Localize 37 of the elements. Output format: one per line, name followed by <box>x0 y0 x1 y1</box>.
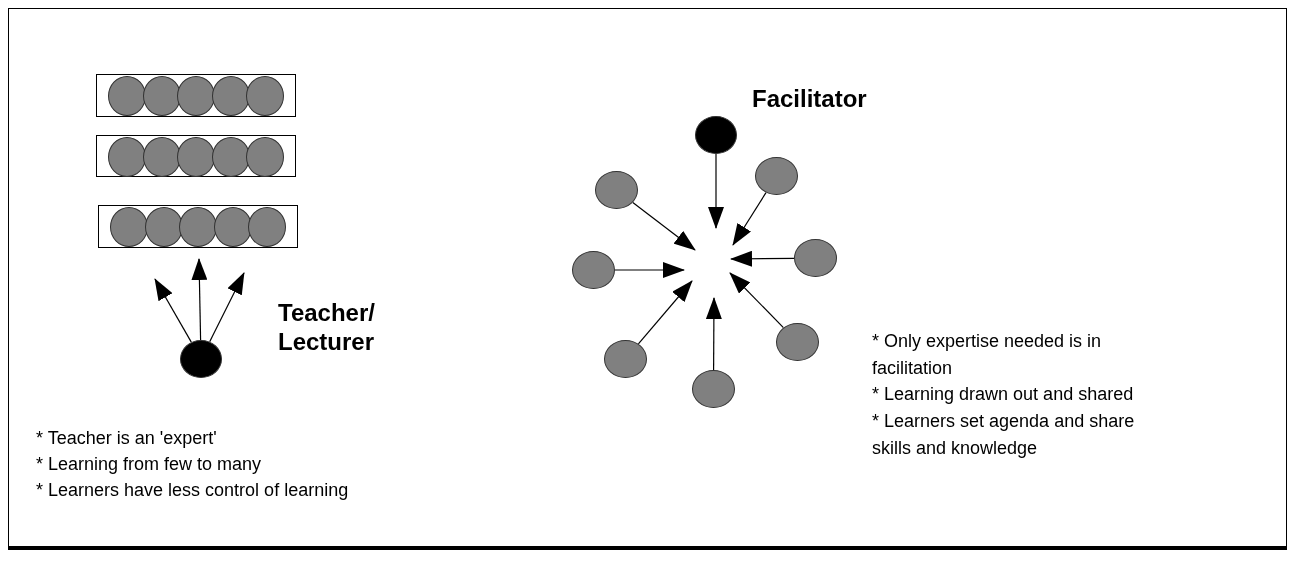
arrow <box>705 297 722 371</box>
learner-circle <box>108 76 146 116</box>
learner-circle <box>211 137 250 177</box>
bullet-note: * Only expertise needed is in facilitation <box>872 330 1103 380</box>
row-box <box>96 135 296 177</box>
bullet-note: * Learning from few to many <box>36 453 263 476</box>
arrow <box>209 272 245 343</box>
arrow <box>632 201 696 251</box>
learner-circle <box>248 207 286 247</box>
learner-circle <box>142 76 181 116</box>
learner-circle <box>179 207 217 247</box>
learner-circle <box>246 76 284 116</box>
arrow <box>708 153 724 229</box>
bullet-note: * Learning drawn out and shared <box>872 383 1135 406</box>
arrow <box>732 192 767 246</box>
arrow <box>729 272 784 329</box>
learner-circle <box>110 207 148 247</box>
learner-circle <box>108 137 146 177</box>
arrow <box>730 250 795 267</box>
role-caption: Teacher/ Lecturer <box>278 298 376 356</box>
arrow <box>191 258 208 341</box>
row-box <box>96 74 296 117</box>
bullet-note: * Teacher is an 'expert' <box>36 427 218 450</box>
row-box <box>98 205 298 248</box>
learner-circle <box>246 137 284 177</box>
arrow <box>614 262 685 278</box>
learner-circle <box>177 137 215 177</box>
learner-circle <box>144 207 183 247</box>
role-caption: Facilitator <box>752 84 868 113</box>
bullet-note: * Learners set agenda and share skills and knowledge <box>872 410 1136 460</box>
arrow <box>637 280 693 345</box>
learner-circle <box>177 76 215 116</box>
arrow <box>154 278 192 343</box>
learner-circle <box>211 76 250 116</box>
bullet-note: * Learners have less control of learning <box>36 479 350 502</box>
learner-circle <box>213 207 252 247</box>
learner-circle <box>142 137 181 177</box>
